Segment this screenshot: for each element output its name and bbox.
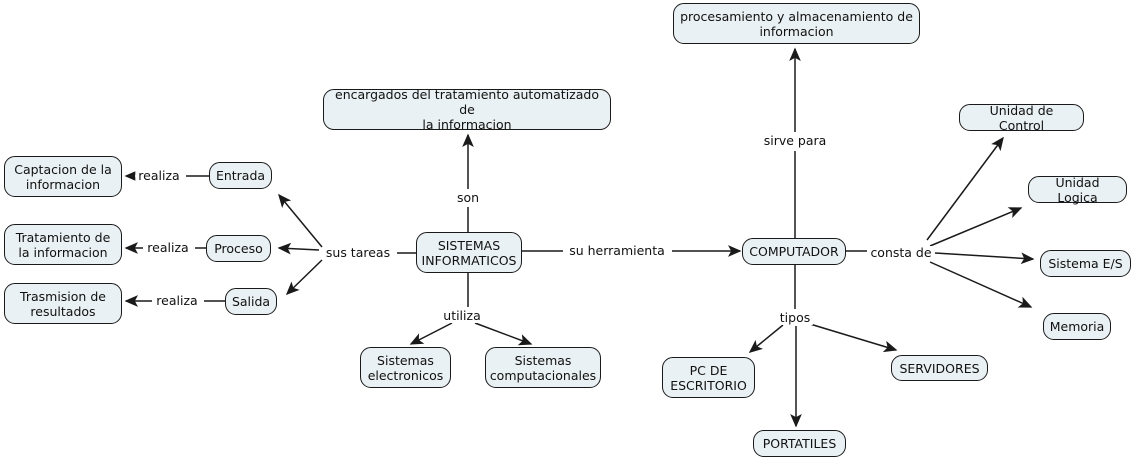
node-computador[interactable]: COMPUTADOR	[742, 238, 846, 265]
node-proceso[interactable]: Proceso	[206, 235, 271, 262]
edge-label-su_herramienta: su herramienta	[566, 244, 668, 258]
edge-label-consta_de: consta de	[867, 246, 935, 260]
edge-label-sirve_para: sirve para	[760, 134, 830, 148]
edge-sustareas-salida	[285, 259, 323, 296]
node-sist_comput[interactable]: Sistemas computacionales	[485, 347, 601, 388]
edge-label-son: son	[453, 191, 483, 205]
edge-tipos-servidores	[809, 323, 898, 353]
node-captacion[interactable]: Captacion de la informacion	[4, 156, 122, 197]
edge-tipos-pcescritorio	[748, 324, 784, 353]
edge-label-utiliza: utiliza	[440, 309, 484, 323]
node-tratamiento[interactable]: Tratamiento de la informacion	[4, 224, 122, 265]
node-pc_escritorio[interactable]: PC DE ESCRITORIO	[662, 357, 755, 398]
node-sist_electron[interactable]: Sistemas electronicos	[360, 347, 451, 388]
node-portatiles[interactable]: PORTATILES	[753, 430, 846, 457]
edge-constade-unidadlogica	[929, 207, 1023, 247]
node-salida[interactable]: Salida	[225, 288, 277, 315]
edge-label-tipos: tipos	[776, 311, 814, 325]
node-trasmision[interactable]: Trasmision de resultados	[4, 283, 122, 324]
node-unidad_control[interactable]: Unidad de Control	[959, 103, 1084, 133]
node-memoria[interactable]: Memoria	[1043, 313, 1111, 340]
edge-utiliza-electronicos	[409, 322, 453, 345]
edge-constade-sistemaes	[934, 252, 1035, 265]
edge-sustareas-proceso	[277, 242, 320, 255]
node-procesamiento[interactable]: procesamiento y almacenamiento de inform…	[673, 3, 920, 44]
edge-label-realiza1: realiza	[135, 169, 183, 183]
edge-utiliza-computacionales	[474, 322, 533, 346]
node-encargados[interactable]: encargados del tratamiento automatizado …	[323, 87, 611, 132]
edge-constade-unidadcontrol	[926, 136, 1004, 241]
edge-label-realiza2: realiza	[144, 241, 192, 255]
node-sistema_es[interactable]: Sistema E/S	[1040, 250, 1131, 277]
node-entrada[interactable]: Entrada	[209, 162, 272, 189]
node-servidores[interactable]: SERVIDORES	[891, 355, 988, 381]
node-unidad_logica[interactable]: Unidad Logica	[1028, 175, 1127, 205]
edge-constade-memoria	[929, 261, 1033, 308]
node-sistemas_inf[interactable]: SISTEMAS INFORMATICOS	[416, 232, 522, 273]
edge-label-realiza3: realiza	[153, 294, 201, 308]
edge-label-sus_tareas: sus tareas	[322, 246, 394, 260]
edge-sustareas-entrada	[278, 193, 323, 248]
